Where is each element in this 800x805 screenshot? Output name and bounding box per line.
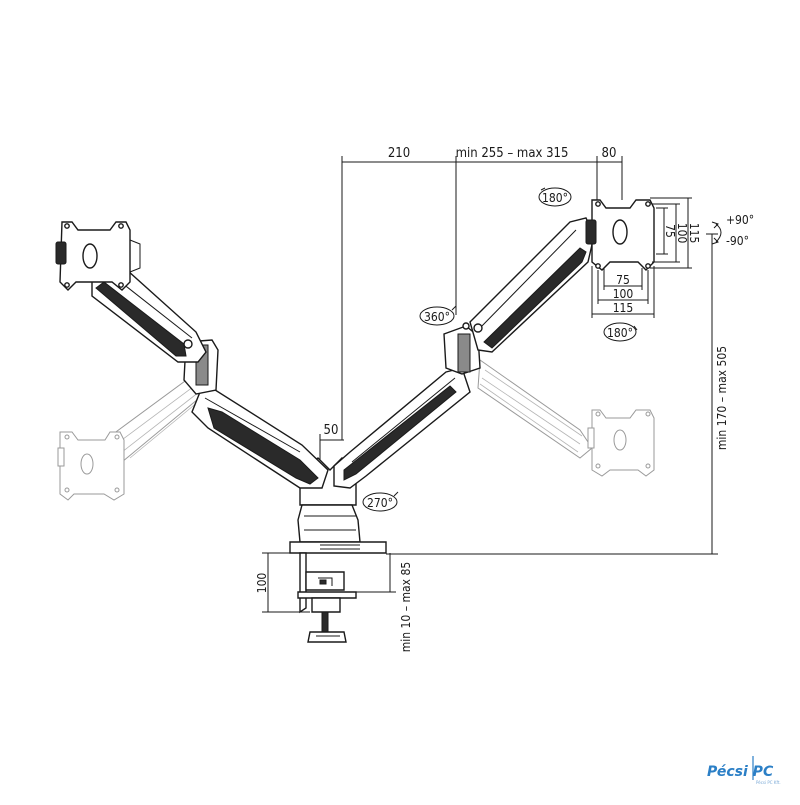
vesa-measure-lines — [591, 197, 692, 318]
left-vesa-plate — [55, 221, 141, 291]
vesa-outer-width-label: 115 — [613, 301, 634, 315]
left-lower-arm — [191, 387, 329, 489]
tilt-down-label: -90° — [726, 234, 749, 248]
rotation-label-top: 180° — [542, 191, 568, 205]
ghost-right-vesa-plate — [587, 409, 655, 477]
vesa-inner-width-label: 75 — [616, 273, 630, 287]
height-dimension-line — [386, 233, 718, 555]
vesa-offset-label: 80 — [602, 146, 617, 161]
height-range-label: min 170 – max 505 — [715, 346, 729, 450]
clamp-base — [289, 504, 387, 643]
ghost-left-vesa-plate — [57, 431, 125, 501]
rotation-label-bottom: 180° — [607, 326, 633, 340]
clamp-dimension-lines — [262, 552, 396, 613]
right-upper-arm — [469, 217, 595, 353]
right-lower-arm — [333, 367, 471, 489]
swivel-badge-base — [362, 491, 399, 512]
desk-thickness-label: min 10 – max 85 — [399, 562, 413, 652]
top-dimension-lines — [319, 156, 623, 470]
rotation-badge-top — [538, 187, 572, 207]
extension-label: min 255 – max 315 — [456, 146, 569, 161]
vesa-inner-height-label: 75 — [663, 224, 677, 238]
right-vesa-plate — [585, 199, 655, 271]
pole-offset-label: 50 — [324, 423, 339, 438]
watermark-brand: Pécsi PC — [707, 764, 774, 780]
rotation-badge-bottom — [603, 322, 638, 342]
vesa-mid-height-label: 100 — [675, 223, 689, 244]
ghost-left-arm — [104, 369, 216, 463]
vesa-outer-height-label: 115 — [687, 223, 701, 244]
watermark-tagline: Pécsi PC Kft. — [756, 780, 781, 785]
swivel-label-base: 270° — [367, 496, 393, 510]
swivel-label-arm: 360° — [424, 310, 450, 324]
tilt-up-label: +90° — [726, 213, 754, 227]
watermark-logo: Pécsi PC Pécsi PC Kft. — [707, 756, 781, 785]
arm-reach-label: 210 — [388, 146, 410, 161]
right-elbow-joint — [443, 322, 481, 375]
vesa-mid-width-label: 100 — [613, 287, 634, 301]
ghost-right-arm — [477, 359, 593, 459]
tilt-arrows-icon — [711, 221, 722, 245]
swivel-badge-arm — [419, 305, 457, 326]
clamp-height-label: 100 — [255, 573, 269, 594]
